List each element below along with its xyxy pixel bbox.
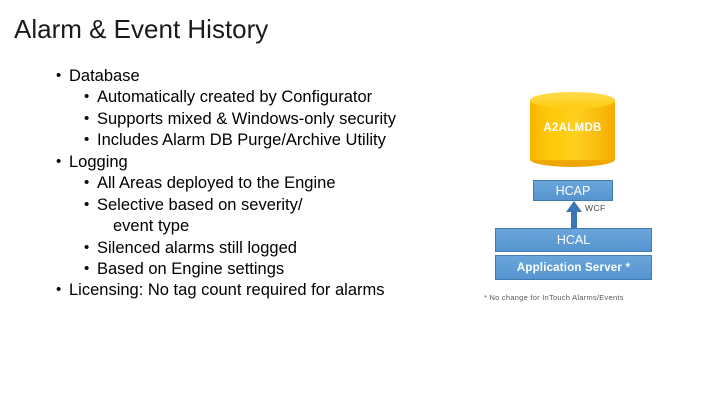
bullet-marker-icon: • <box>56 152 62 170</box>
bullet-text: Supports mixed & Windows-only security <box>97 109 396 128</box>
database-cylinder-icon: A2ALMDB <box>530 92 615 167</box>
wcf-arrow-icon <box>566 201 582 229</box>
bullet-item: • Logging <box>40 152 480 173</box>
bullet-text: event type <box>113 217 190 236</box>
diagram-footnote: * No change for InTouch Alarms/Events <box>484 293 624 302</box>
bullet-item: • Database <box>40 66 480 87</box>
bullet-item: • Supports mixed & Windows-only security <box>40 109 480 130</box>
arrow-shaft <box>571 210 577 229</box>
bullet-text: Logging <box>69 152 128 171</box>
bullet-marker-icon: • <box>84 174 90 192</box>
bullet-text: Automatically created by Configurator <box>97 88 373 107</box>
bullet-item: • Automatically created by Configurator <box>40 87 480 108</box>
bullet-item: • Licensing: No tag count required for al… <box>40 280 480 301</box>
bullet-marker-icon: • <box>56 281 62 299</box>
bullet-text: Selective based on severity/ <box>97 195 303 214</box>
bullet-item: • Selective based on severity/ <box>40 195 480 216</box>
bullet-text: Includes Alarm DB Purge/Archive Utility <box>97 131 386 150</box>
bullet-text: Silenced alarms still logged <box>97 238 297 257</box>
cylinder-top-ellipse <box>530 92 615 109</box>
cylinder-body <box>530 100 615 160</box>
bullet-marker-icon: • <box>84 88 90 106</box>
architecture-diagram: A2ALMDB HCAP WCF HCAL Application Server… <box>470 80 720 320</box>
hcap-box: HCAP <box>533 180 613 201</box>
bullet-item: event type <box>40 216 480 237</box>
bullet-marker-icon: • <box>84 238 90 256</box>
bullet-text: Database <box>69 67 140 85</box>
bullet-item: • Includes Alarm DB Purge/Archive Utility <box>40 130 480 151</box>
bullet-item: • Silenced alarms still logged <box>40 238 480 259</box>
bullet-marker-icon: • <box>84 195 90 213</box>
database-label: A2ALMDB <box>543 122 602 134</box>
hcal-box: HCAL <box>495 228 652 252</box>
bullet-text: All Areas deployed to the Engine <box>97 174 336 193</box>
page-title: Alarm & Event History <box>14 14 269 44</box>
bullet-text: Based on Engine settings <box>97 259 285 278</box>
bullet-marker-icon: • <box>84 109 90 127</box>
bullet-item: • All Areas deployed to the Engine <box>40 173 480 194</box>
bullet-text: Licensing: No tag count required for ala… <box>69 281 385 300</box>
bullet-marker-icon: • <box>56 67 62 84</box>
arrow-head <box>566 201 582 212</box>
bullet-list: • Database • Automatically created by Confi… <box>40 66 480 302</box>
wcf-label: WCF <box>585 203 606 213</box>
bullet-marker-icon: • <box>84 259 90 277</box>
application-server-box: Application Server * <box>495 255 652 280</box>
bullet-marker-icon: • <box>84 131 90 149</box>
bullet-item: • Based on Engine settings <box>40 259 480 280</box>
